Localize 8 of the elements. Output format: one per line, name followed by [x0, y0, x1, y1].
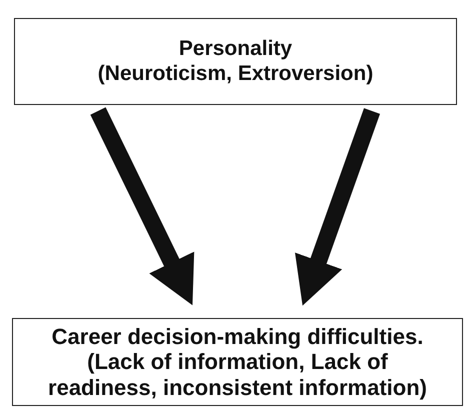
- box-text: (Neuroticism, Extroversion): [98, 62, 374, 86]
- concept-box: [14, 18, 457, 105]
- box-text: (Lack of information, Lack of readiness, inconsistent information): [47, 349, 428, 400]
- box-text: Personality: [178, 37, 292, 62]
- concept-box: [12, 318, 463, 406]
- box-text: Career decision-making difficulties.: [52, 324, 424, 350]
- arrow: [90, 107, 194, 306]
- arrow: [294, 108, 380, 306]
